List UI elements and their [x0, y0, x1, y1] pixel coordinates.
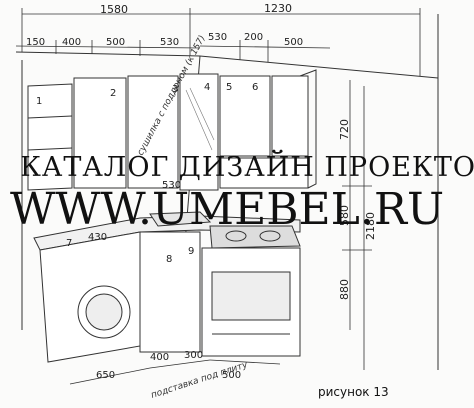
upper-cabinet-6 — [271, 75, 309, 157]
cabinet-number-3: 3 — [172, 84, 178, 95]
dim-530-counter: 530 — [162, 180, 181, 191]
dim-430: 430 — [88, 232, 107, 243]
upper-cabinet-3 — [127, 75, 179, 189]
dim-300-bottom: 300 — [184, 350, 203, 361]
upper-cabinet-2 — [73, 77, 127, 189]
dim-720: 720 — [338, 119, 351, 140]
dim-500-bottom: 500 — [222, 370, 241, 381]
dim-200: 200 — [244, 32, 263, 43]
watermark-catalog: КАТАЛОГ ДИЗАЙН ПРОЕКТОВ — [20, 149, 474, 183]
dim-500: 500 — [106, 37, 125, 48]
upper-cabinet-5 — [219, 75, 271, 157]
upper-cabinet-4-glass — [179, 73, 219, 191]
microwave-niche — [219, 157, 309, 189]
figure-caption: рисунок 13 — [318, 385, 389, 399]
watermark-url: WWW.UMEBEL.RU — [10, 184, 444, 235]
cabinet-number-6: 6 — [252, 82, 258, 93]
base-cabinet-8 — [139, 231, 201, 353]
dim-500-b: 500 — [284, 37, 303, 48]
cabinet-number-7: 7 — [66, 238, 72, 249]
dim-530-a: 530 — [160, 37, 179, 48]
cabinet-number-8: 8 — [166, 254, 172, 265]
dim-1580: 1580 — [100, 3, 128, 16]
wall-top-left-line — [15, 51, 201, 57]
cabinet-number-2: 2 — [110, 88, 116, 99]
dim-650: 650 — [96, 370, 115, 381]
sink — [149, 211, 212, 227]
dim-400-bottom: 400 — [150, 352, 169, 363]
dim-580: 580 — [338, 205, 351, 226]
oven-door — [211, 271, 291, 321]
cabinet-number-5: 5 — [226, 82, 232, 93]
dim-400: 400 — [62, 37, 81, 48]
dim-2180: 2180 — [364, 212, 377, 240]
wall-top-right-line — [199, 55, 439, 79]
cabinet-number-1: 1 — [36, 96, 42, 107]
dim-1230: 1230 — [264, 2, 292, 15]
open-shelf-unit — [27, 83, 73, 191]
cabinet-number-9: 9 — [188, 246, 194, 257]
dim-530-b: 530 — [208, 32, 227, 43]
cabinet-number-4: 4 — [204, 82, 210, 93]
dim-880: 880 — [338, 279, 351, 300]
dim-150: 150 — [26, 37, 45, 48]
